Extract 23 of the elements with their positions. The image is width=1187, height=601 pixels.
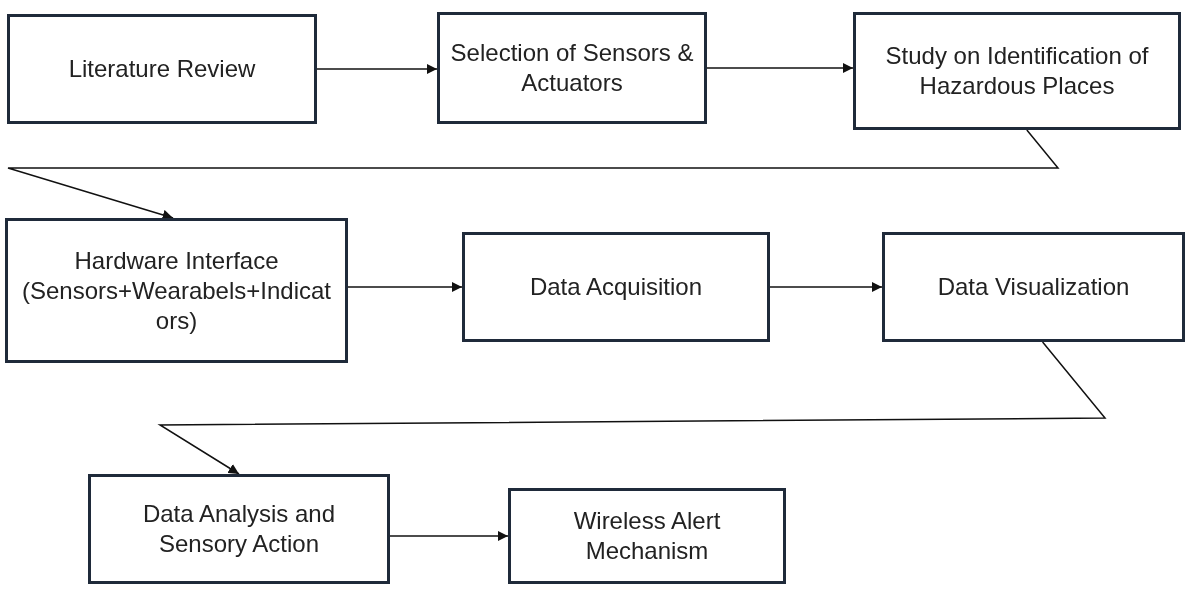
box-label: Study on Identification of Hazardous Places — [884, 41, 1150, 101]
arrow — [389, 530, 509, 542]
process-box — [437, 12, 707, 124]
process-box — [853, 12, 1181, 130]
process-box — [882, 232, 1185, 342]
box-label: Data Acquisition — [529, 272, 703, 302]
arrow — [157, 341, 1107, 475]
box-label: Hardware Interface (Sensors+Wearabels+Indicators) — [20, 245, 333, 336]
arrow — [769, 281, 883, 293]
arrow — [7, 129, 1060, 220]
process-box — [7, 14, 317, 124]
box-label: Selection of Sensors & Actuators — [450, 38, 694, 98]
box-label: Data Visualization — [937, 272, 1130, 302]
arrow — [316, 63, 438, 75]
arrow — [347, 281, 463, 293]
process-box — [508, 488, 786, 584]
box-label: Literature Review — [68, 54, 256, 84]
box-label: Wireless Alert Mechanism — [572, 506, 722, 566]
process-box — [88, 474, 390, 584]
arrow — [706, 62, 854, 74]
process-box — [5, 218, 348, 363]
box-label: Data Analysis and Sensory Action — [141, 499, 337, 559]
process-box — [462, 232, 770, 342]
